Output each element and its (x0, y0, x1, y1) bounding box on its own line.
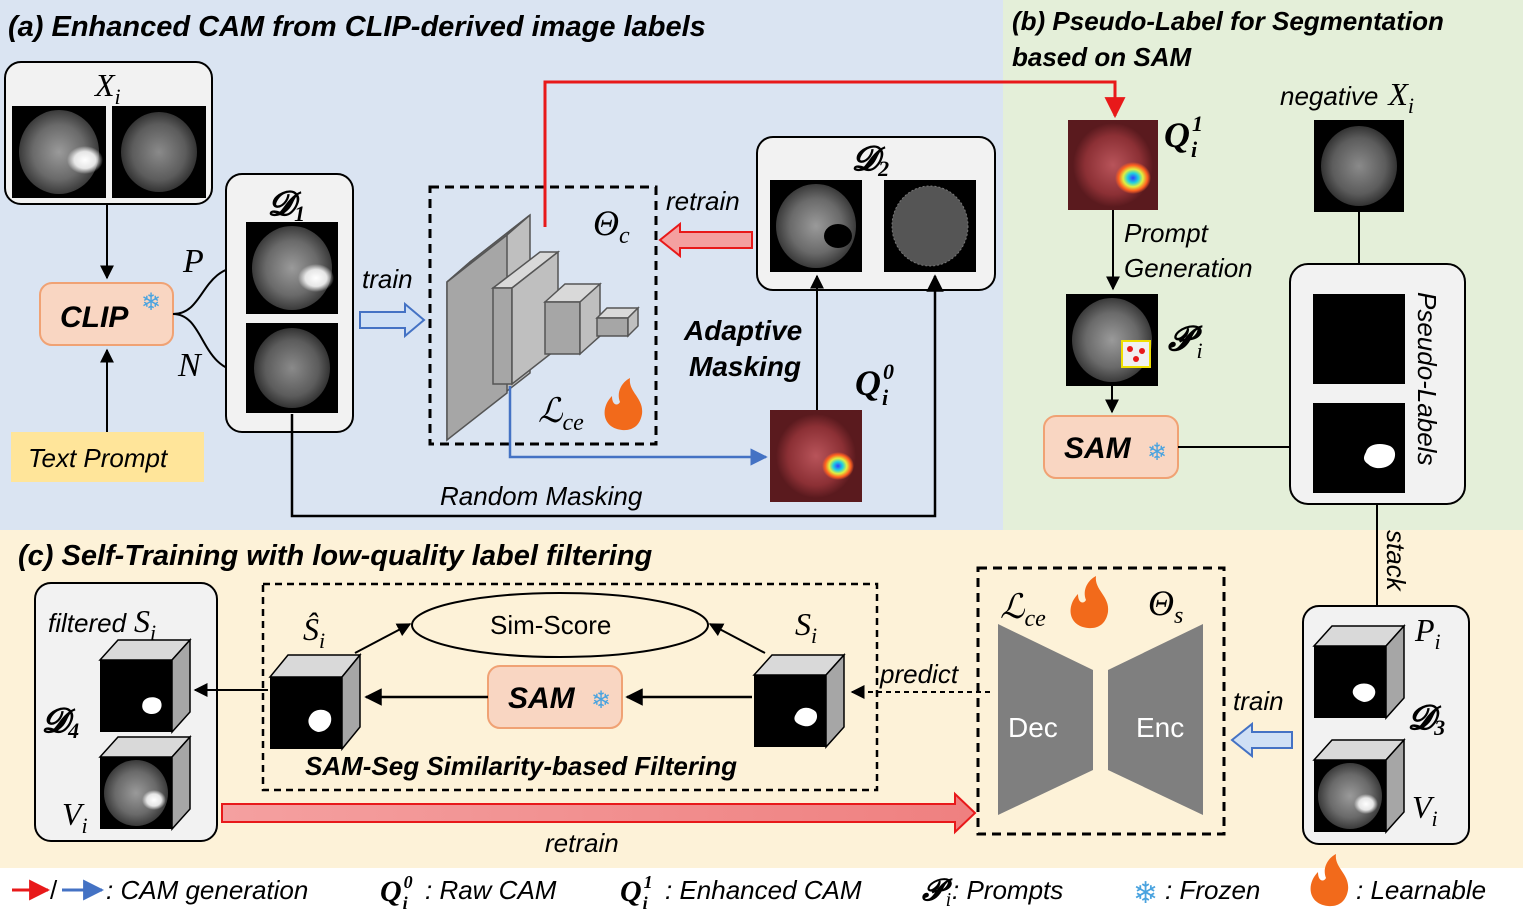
snowflake-icon: ❄ (141, 289, 161, 316)
pseudo-label-positive (1313, 403, 1405, 493)
panel-b-title-line2: based on SAM (1012, 42, 1192, 72)
segmentation-net-box (976, 566, 1226, 836)
input-symbol: Xi (93, 67, 121, 109)
panel-b-title-line1: (b) Pseudo-Label for Segmentation (1012, 6, 1444, 36)
adaptive-masking-line2: Masking (689, 351, 801, 382)
sam-mask-cube (268, 652, 362, 752)
train-label-a: train (362, 264, 413, 294)
red-cam-path (543, 80, 1126, 227)
negative-mri-image (112, 106, 206, 198)
theta-s-symbol: Θs (1148, 583, 1183, 629)
pseudo-label-negative (1313, 294, 1405, 384)
decoder-shape (998, 624, 1093, 815)
loss-ce-a: ℒce (538, 393, 584, 436)
classifier-box (428, 185, 658, 446)
legend-cam-generation: : CAM generation (106, 875, 308, 905)
s-symbol: Si (795, 606, 817, 648)
flame-icon-c (1070, 576, 1109, 629)
blue-cam-path (508, 386, 768, 466)
predict-label: predict (879, 659, 960, 689)
encoder-shape (1108, 624, 1203, 815)
text-prompt-box (11, 432, 204, 482)
legend-learnable: : Learnable (1356, 875, 1486, 905)
text-prompt-label: Text Prompt (28, 443, 169, 473)
decoder-label: Dec (1008, 712, 1058, 743)
legend-raw-cam: : Raw CAM (425, 875, 557, 905)
train-arrow-a (359, 301, 426, 339)
shat-symbol: Ŝi (303, 611, 325, 653)
d1-positive-image (246, 222, 338, 314)
filtered-mask-cube (98, 638, 192, 734)
pseudo-labels-label: Pseudo-Labels (1412, 292, 1442, 465)
flame-icon-a (604, 378, 643, 431)
adaptive-masking-line1: Adaptive (683, 315, 802, 346)
random-masking-label: Random Masking (440, 481, 643, 511)
legend-slash: / (50, 875, 58, 905)
d3-symbol: 𝓓3 (1408, 700, 1445, 740)
prompt-gen-line1: Prompt (1124, 218, 1210, 248)
d2-masked-positive-image (770, 180, 862, 272)
snowflake-icon: ❄ (1147, 439, 1167, 466)
v3-symbol: Vi (1412, 789, 1438, 831)
retrain-arrow-a (658, 221, 753, 259)
retrain-label-c: retrain (545, 828, 619, 858)
d4-volume-cube (98, 735, 192, 831)
panel-a-title: (a) Enhanced CAM from CLIP-derived image… (8, 11, 706, 43)
snowflake-icon: ❄ (591, 687, 611, 714)
flame-icon (1310, 854, 1349, 907)
prompts-image (1066, 294, 1158, 386)
seg-mask-cube (752, 653, 846, 749)
p-symbol-c: Pi (1414, 612, 1441, 654)
train-label-c: train (1233, 686, 1284, 716)
negative-label: N (177, 347, 203, 384)
legend-enhanced-cam: : Enhanced CAM (665, 875, 862, 905)
retrain-label-a: retrain (666, 186, 740, 216)
d3-label-cube (1312, 624, 1406, 720)
raw-cam-image (770, 410, 862, 502)
positive-label: P (182, 243, 204, 280)
loss-ce-c: ℒce (1000, 589, 1046, 632)
filtering-box (261, 582, 879, 792)
d1-negative-image (246, 323, 338, 413)
filtering-label: SAM-Seg Similarity-based Filtering (305, 751, 737, 781)
encoder-label: Enc (1136, 712, 1184, 743)
retrain-arrow-c (221, 791, 977, 835)
clip-label: CLIP (60, 301, 129, 334)
sim-score-ellipse (411, 592, 709, 658)
train-arrow-c (1230, 721, 1293, 759)
theta-c-symbol: Θc (593, 203, 630, 249)
legend-background (0, 868, 1523, 913)
snowflake-icon: ❄ (1133, 877, 1158, 910)
d2-symbol: 𝓓2 (852, 141, 889, 181)
positive-mri-image (12, 106, 106, 198)
stack-label: stack (1381, 530, 1411, 593)
cnn-classifier-icon (446, 213, 640, 442)
enhanced-cam-image (1068, 120, 1158, 210)
sim-score-label: Sim-Score (490, 610, 611, 640)
legend-prompts: : Prompts (952, 875, 1063, 905)
panel-c-title: (c) Self-Training with low-quality label… (18, 540, 653, 572)
negative-input-image (1314, 120, 1404, 212)
d3-volume-cube (1312, 738, 1406, 834)
v-symbol-c: Vi (62, 796, 88, 838)
sam-label-c: SAM (508, 682, 576, 715)
prompt-gen-line2: Generation (1124, 253, 1253, 283)
legend-frozen: : Frozen (1165, 875, 1260, 905)
sam-label-b: SAM (1064, 432, 1132, 465)
random-masking-path (290, 274, 944, 518)
d2-masked-negative-image (884, 180, 976, 272)
